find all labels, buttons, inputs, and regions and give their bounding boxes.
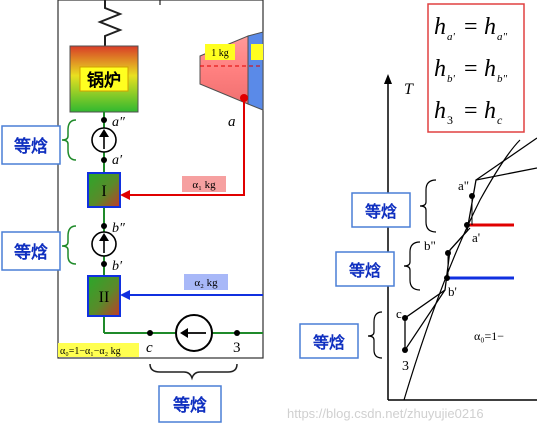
ts-isenthalpic-box-1 bbox=[351, 192, 411, 228]
ts-label-a-double-prime: a" bbox=[458, 178, 469, 193]
ts-label-3: 3 bbox=[402, 359, 409, 374]
eq2-lhs: h bbox=[434, 56, 446, 82]
point-c-dot bbox=[147, 330, 153, 336]
eq2-rhs-sub: b" bbox=[497, 73, 508, 85]
ts-brace-1 bbox=[419, 179, 437, 233]
boiler-label: 锅炉 bbox=[87, 70, 121, 91]
eq2-rhs: h bbox=[484, 56, 496, 82]
extraction-2-label: α₂ kg bbox=[194, 277, 218, 289]
label-3: 3 bbox=[233, 340, 241, 356]
label-a-double-prime: a″ bbox=[112, 115, 125, 130]
eq1-rhs-sub: a" bbox=[497, 31, 508, 43]
equation-1: h a' = h a" bbox=[434, 14, 508, 43]
isenthalpic-box-bottom bbox=[158, 385, 222, 423]
eq1-lhs: h bbox=[434, 14, 446, 40]
extraction-2-label-bg bbox=[184, 274, 228, 290]
process-path-upper bbox=[475, 137, 537, 181]
isenthalpic-box-upper bbox=[1, 125, 61, 165]
ts-label-c: c bbox=[396, 306, 402, 321]
heater-1-label: I bbox=[101, 183, 106, 200]
isenthalpic-label-upper: 等焓 bbox=[14, 136, 48, 157]
eq3-lhs: h bbox=[434, 98, 446, 124]
extraction-1-pipe bbox=[126, 98, 245, 196]
label-c: c bbox=[146, 340, 153, 356]
ts-label-b-double-prime: b" bbox=[424, 238, 436, 253]
point-b-double-prime-dot bbox=[101, 223, 107, 229]
heater-2-label: II bbox=[99, 289, 110, 306]
heater-1: I bbox=[87, 172, 121, 208]
spring-icon bbox=[97, 0, 123, 46]
point-a-prime-dot bbox=[101, 157, 107, 163]
ts-point-a-prime bbox=[464, 222, 470, 228]
ts-point-3 bbox=[402, 347, 408, 353]
extraction-1-arrow bbox=[120, 190, 130, 200]
heater-2: II bbox=[87, 275, 121, 317]
throttle-valve-upper bbox=[91, 127, 117, 153]
label-b-double-prime: b″ bbox=[112, 221, 125, 236]
isenthalpic-label-middle: 等焓 bbox=[14, 242, 48, 263]
isenthalpic-box-middle bbox=[1, 231, 61, 271]
point-3-dot bbox=[234, 330, 240, 336]
ts-isenthalpic-label-1: 等焓 bbox=[364, 202, 397, 221]
brace-upper bbox=[61, 119, 77, 161]
ts-flow-label: α₀=1− bbox=[474, 329, 504, 343]
ts-isenthalpic-box-3 bbox=[299, 323, 359, 359]
main-flow-label: α₀=1−α₁−α₂ kg bbox=[60, 346, 121, 357]
eq1-lhs-sub: a' bbox=[447, 31, 456, 43]
eq1-rhs: h bbox=[484, 14, 496, 40]
equations-box bbox=[427, 3, 525, 133]
svg-text:=: = bbox=[464, 14, 478, 40]
saturation-curve bbox=[403, 139, 521, 401]
ts-brace-2 bbox=[403, 241, 421, 291]
isenthalpic-label-bottom: 等焓 bbox=[173, 395, 207, 416]
label-a: a bbox=[228, 114, 236, 130]
throttle-valve-lower bbox=[91, 231, 117, 257]
ts-isenthalpic-label-2: 等焓 bbox=[348, 261, 381, 280]
process-path-mid bbox=[449, 227, 471, 251]
eq3-rhs: h bbox=[484, 98, 496, 124]
turbine-mass-label: 1 kg bbox=[211, 48, 229, 59]
process-path-low bbox=[404, 289, 446, 351]
extraction-2-arrow bbox=[120, 290, 130, 300]
ts-label-a-prime: a' bbox=[472, 230, 480, 245]
svg-text:=: = bbox=[464, 56, 478, 82]
ts-point-c bbox=[402, 315, 408, 321]
main-flow-label-bg bbox=[58, 343, 139, 357]
extraction-1-label-bg bbox=[182, 176, 226, 192]
turbine: 1 kg bbox=[199, 31, 264, 111]
t-axis-arrow bbox=[384, 74, 392, 84]
ts-isenthalpic-box-2 bbox=[335, 251, 395, 287]
equation-2: h b' = h b" bbox=[434, 56, 508, 85]
ts-label-b-prime: b' bbox=[448, 284, 457, 299]
feed-pump-icon bbox=[175, 314, 213, 352]
t-axis-label: T bbox=[404, 81, 414, 98]
watermark: https://blog.csdn.net/zhuyujie0216 bbox=[287, 406, 484, 421]
eq2-lhs-sub: b' bbox=[447, 73, 456, 85]
brace-bottom bbox=[149, 363, 238, 381]
ts-brace-3 bbox=[367, 311, 383, 359]
brace-middle bbox=[61, 225, 77, 265]
svg-text:=: = bbox=[464, 98, 478, 124]
label-a-prime: a′ bbox=[112, 153, 123, 168]
eq3-rhs-sub: c bbox=[497, 113, 503, 127]
equation-3: h 3 = h c bbox=[434, 98, 503, 127]
point-b-prime-dot bbox=[101, 261, 107, 267]
extraction-1-label: α₁ kg bbox=[192, 179, 216, 191]
ts-point-b-prime bbox=[444, 275, 450, 281]
ts-isenthalpic-label-3: 等焓 bbox=[312, 333, 345, 352]
schematic-frame bbox=[57, 0, 264, 359]
eq3-lhs-sub: 3 bbox=[447, 113, 453, 127]
boiler: 锅炉 bbox=[69, 45, 139, 113]
point-a-double-prime-dot bbox=[101, 117, 107, 123]
label-b-prime: b′ bbox=[112, 259, 123, 274]
